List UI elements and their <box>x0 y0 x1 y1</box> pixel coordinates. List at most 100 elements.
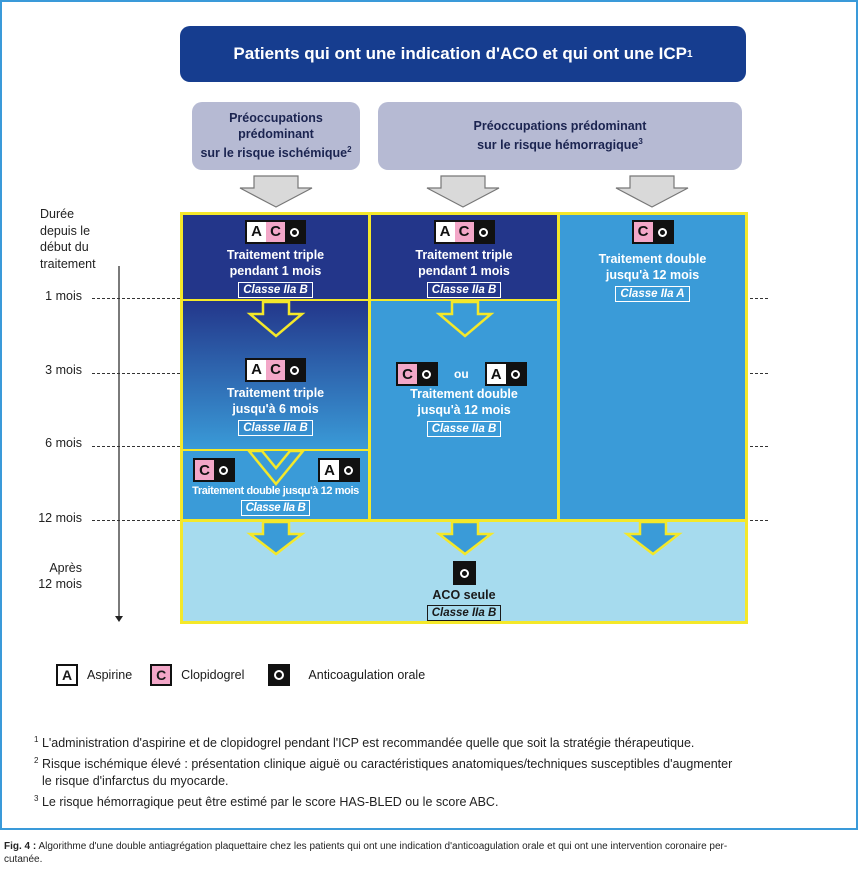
badge-ao: A <box>484 362 527 386</box>
dash-12-months-left <box>92 520 180 521</box>
anticoagulation-icon <box>285 222 304 242</box>
title-text: Patients qui ont une indication d'ACO et… <box>233 44 688 63</box>
col2-top-class: Classe IIa B <box>426 282 502 298</box>
badge-aco: A C <box>433 220 495 244</box>
col2-mid-content: Traitement double jusqu'à 12 mois Classe… <box>371 387 557 437</box>
anticoagulation-icon <box>339 460 358 480</box>
divider-6-months <box>183 449 368 451</box>
footnotes: 1 L'administration d'aspirine et de clop… <box>34 731 834 811</box>
legend-clopidogrel-label: Clopidogrel <box>181 668 245 682</box>
col1-top-line1: Traitement triple <box>226 248 325 262</box>
title-footnote-ref: 1 <box>687 48 693 60</box>
time-label-after-line2: 12 mois <box>38 577 82 591</box>
col1-mid-content: A C Traitement triple jusqu'à 6 mois Cla… <box>183 358 368 436</box>
time-axis-arrow <box>115 266 123 622</box>
col1-arrow-6m-split <box>246 449 306 486</box>
col2-arrow-1m <box>435 300 495 338</box>
footnote-3: 3 Le risque hémorragique peut être estim… <box>34 790 834 811</box>
col1-mid-class: Classe IIa B <box>238 420 313 436</box>
dash-12-months-right <box>750 520 768 521</box>
caption-text: Algorithme d'une double antiagrégation p… <box>38 841 728 852</box>
divider-1-month <box>183 299 557 301</box>
concern-ischemic-ref: 2 <box>347 145 352 155</box>
badge-o <box>452 561 476 585</box>
time-label-after-line1: Après <box>49 561 82 575</box>
clopidogrel-icon: C <box>266 360 285 380</box>
aspirin-icon: A <box>247 222 266 242</box>
bottom-row-text: ACO seule <box>432 588 496 602</box>
col3-content: C Traitement double jusqu'à 12 mois Clas… <box>560 220 745 302</box>
dash-1-month-left <box>92 298 180 299</box>
time-label-12-months: 12 mois <box>38 511 82 525</box>
footnote-2-cont: le risque d'infarctus du myocarde. <box>42 774 229 789</box>
footnote-3-num: 3 <box>34 794 39 804</box>
aspirin-icon: A <box>247 360 266 380</box>
concern-ischemic-line1: Préoccupations <box>229 111 323 126</box>
col2-top-line1: Traitement triple <box>415 248 513 262</box>
legend: A Aspirine C Clopidogrel Anticoagulation… <box>56 664 425 686</box>
concern-hemorrhagic-ref: 3 <box>638 137 643 147</box>
footnote-1-text: L'administration d'aspirine et de clopid… <box>41 736 695 751</box>
badge-co: C <box>396 362 438 386</box>
col3-class: Classe IIa A <box>615 286 690 302</box>
anticoagulation-icon <box>214 460 233 480</box>
col1-top-class: Classe IIa B <box>238 282 313 298</box>
legend-aspirin-icon: A <box>56 664 78 686</box>
divider-12-months <box>183 519 745 522</box>
badge-co: C <box>631 220 674 244</box>
col2-mid-line2: jusqu'à 12 mois <box>417 402 511 417</box>
col1-top-line2: pendant 1 mois <box>229 263 322 278</box>
concern-ischemic-box: Préoccupations prédominant sur le risque… <box>192 102 360 170</box>
aspirin-icon: A <box>320 460 339 480</box>
concern-ischemic-line3: sur le risque ischémique <box>200 146 348 161</box>
footnote-1-num: 1 <box>34 735 39 744</box>
grey-arrow-1 <box>239 175 313 208</box>
caption-label: Fig. 4 : <box>4 841 37 852</box>
legend-clopidogrel-icon: C <box>150 664 173 686</box>
footnote-2-num: 2 <box>34 756 39 766</box>
concern-hemorrhagic-line2: sur le risque hémorragique <box>477 138 639 153</box>
caption-text-cont: cutanée. <box>4 854 43 865</box>
time-axis-line-1: Durée <box>40 207 75 221</box>
col1-arrow-1m <box>246 300 306 338</box>
legend-aspirin-label: Aspirine <box>87 668 133 682</box>
bottom-row-content: ACO seule Classe IIa B <box>183 561 745 621</box>
dash-3-months-left <box>92 373 180 374</box>
col2-top-line2: pendant 1 mois <box>418 263 510 278</box>
time-axis-header: Durée depuis le début du traitement <box>40 206 120 272</box>
legend-anticoagulation-icon <box>268 664 291 686</box>
dash-1-month-right <box>750 298 768 299</box>
clopidogrel-icon: C <box>398 364 417 384</box>
col1-mid-line2: jusqu'à 6 mois <box>232 401 319 416</box>
badge-co: C <box>193 458 235 482</box>
legend-anticoagulation-label: Anticoagulation orale <box>308 668 426 682</box>
footnote-2-text: Risque ischémique élevé : présentation c… <box>41 757 733 772</box>
col1-top-content: A C Traitement triple pendant 1 mois Cla… <box>183 220 368 298</box>
col3-line2: jusqu'à 12 mois <box>605 267 700 282</box>
dash-3-months-right <box>750 373 768 374</box>
or-label: ou <box>454 367 469 381</box>
footnote-2: 2 Risque ischémique élevé : présentation… <box>34 752 834 773</box>
concern-ischemic-line2: prédominant <box>238 127 314 142</box>
badge-aco: A C <box>245 220 306 244</box>
col3-line1: Traitement double <box>598 252 707 266</box>
anticoagulation-icon <box>417 364 436 384</box>
col1-arrow-12m <box>246 520 306 556</box>
dash-6-months-right <box>750 446 768 447</box>
figure-frame <box>0 0 858 830</box>
time-label-6-months: 6 mois <box>45 436 82 450</box>
divider-col2-col3 <box>557 215 560 520</box>
aspirin-icon: A <box>435 222 455 242</box>
col2-arrow-12m <box>435 520 495 556</box>
badge-ao: A <box>318 458 360 482</box>
clopidogrel-icon: C <box>454 222 474 242</box>
time-axis-line-2: depuis le <box>40 223 91 238</box>
anticoagulation-icon <box>505 364 525 384</box>
col1-bottom-text: Traitement double jusqu'à 12 mois <box>192 485 359 497</box>
dash-6-months-left <box>92 446 180 447</box>
anticoagulation-icon <box>473 222 493 242</box>
col1-mid-line1: Traitement triple <box>226 386 325 400</box>
grey-arrow-3 <box>615 175 689 208</box>
